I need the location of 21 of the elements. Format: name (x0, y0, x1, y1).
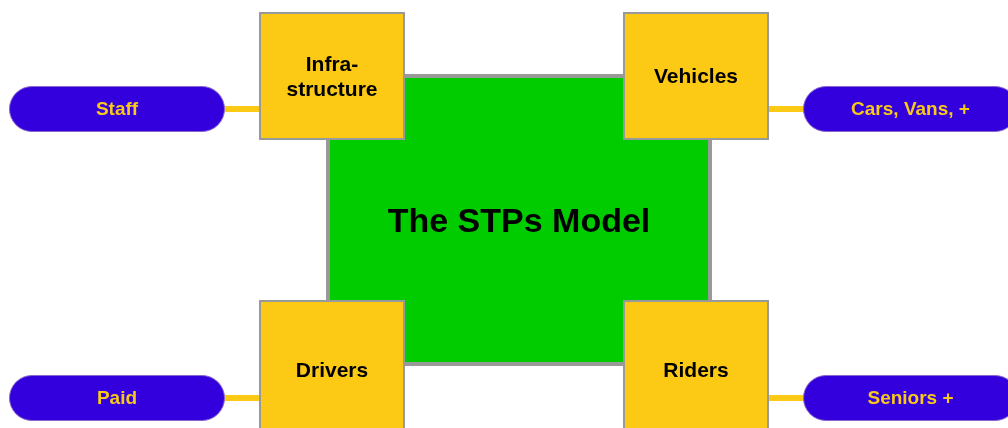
item-pill (9, 375, 225, 421)
node-label: Infra- structure (285, 50, 379, 102)
connector-line (225, 395, 259, 401)
category-box (259, 12, 405, 140)
node-label: Vehicles (653, 63, 739, 89)
item-pill (9, 86, 225, 132)
node-label: Paid (96, 387, 138, 409)
connector-line (769, 106, 803, 112)
node-label: Riders (663, 357, 729, 383)
category-box (623, 12, 769, 140)
category-box (259, 300, 405, 428)
item-pill (803, 375, 1008, 421)
node-label: Staff (95, 98, 139, 120)
node-label: Drivers (295, 357, 369, 383)
item-pill (803, 86, 1008, 132)
category-box (623, 300, 769, 428)
node-label: The STPs Model (387, 200, 651, 240)
connector-line (225, 106, 259, 112)
node-label: Seniors + (867, 387, 954, 409)
connector-line (769, 395, 803, 401)
node-label: Cars, Vans, + (851, 98, 970, 120)
